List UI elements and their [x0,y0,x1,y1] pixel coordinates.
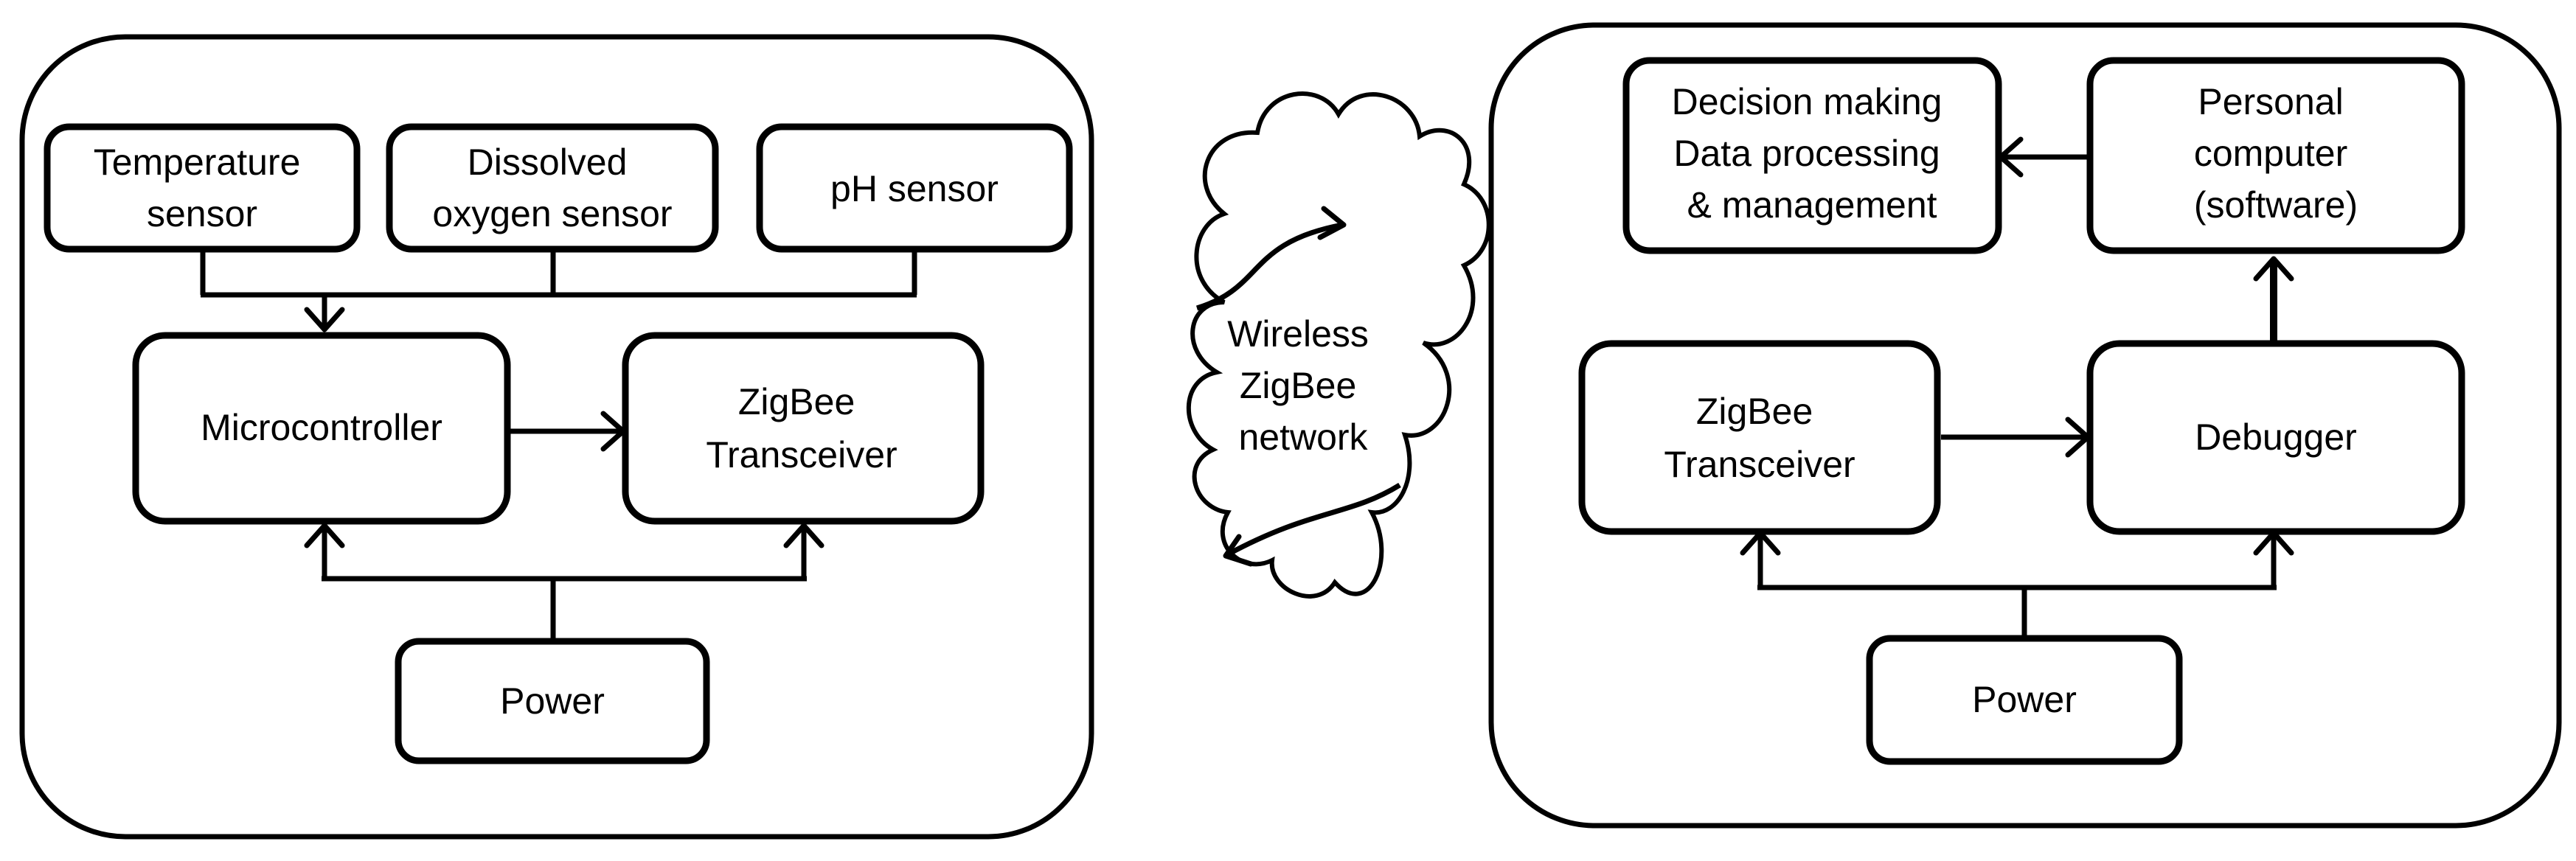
dissolved-oxygen-sensor-label: Dissolved oxygen sensor [432,142,672,234]
base-station-module: Decision making Data processing & manage… [1488,22,2562,829]
microcontroller-block: Microcontroller [132,332,511,525]
sensor-transceiver-label: ZigBee Transceiver [706,381,897,475]
base-power-box [1866,635,2183,765]
sensor-power-label-line1: Power [500,680,605,722]
decision-processing-label-line2: Data processing [1673,133,1940,174]
base-transceiver-block: ZigBee Transceiver [1578,340,1941,535]
cloud-upper-signal-arrow [1195,222,1343,311]
decision-processing-label-line1: Decision making [1672,81,1943,122]
cloud-upper-arrowhead [1317,206,1347,240]
sensor-transceiver-box [622,332,985,525]
ph-sensor-block: pH sensor [756,123,1073,253]
dissolved-oxygen-sensor-label-line2: oxygen sensor [432,193,672,234]
network-label-line3: network [1238,416,1368,458]
decision-processing-block: Decision making Data processing & manage… [1622,57,2002,254]
sensor-transceiver-block: ZigBee Transceiver [622,332,985,525]
sensor-transceiver-label-line1: ZigBee [738,381,855,422]
dissolved-oxygen-sensor-label-line1: Dissolved [468,142,628,183]
power-distribution-line [322,529,807,641]
decision-processing-box [1622,57,2002,254]
personal-computer-label-line2: computer [2194,133,2347,174]
wireless-network-cloud: Wireless ZigBee network [1186,91,1491,599]
personal-computer-label: Personal computer (software) [2194,81,2358,226]
microcontroller-box [132,332,511,525]
sensor-bus-arrowhead [304,307,345,332]
temperature-sensor-label-line2: sensor [147,193,257,234]
dissolved-oxygen-sensor-block: Dissolved oxygen sensor [386,123,719,253]
base-transceiver-label-line2: Transceiver [1664,444,1855,485]
microcontroller-label: Microcontroller [201,407,442,448]
network-label-line1: Wireless [1227,313,1369,355]
personal-computer-label-line1: Personal [2198,81,2343,122]
network-label-line2: ZigBee [1240,365,1356,406]
sensor-bus-line [200,249,917,328]
power-to-mcu-arrowhead [304,523,345,548]
sensor-node-module: Temperature sensor Dissolved oxygen sens… [19,34,1094,840]
debugger-box [2086,340,2465,535]
personal-computer-box [2086,57,2465,254]
debugger-label: Debugger [2195,416,2357,458]
base-power-block: Power [1866,635,2183,765]
decision-processing-label: Decision making Data processing & manage… [1672,81,1953,226]
sensor-transceiver-label-line2: Transceiver [706,434,897,475]
sensor-power-box [395,638,710,764]
cloud-lower-arrowhead [1223,534,1254,567]
base-power-label: Power [1972,679,2077,720]
debugger-label-line1: Debugger [2195,416,2357,458]
base-transceiver-label-line1: ZigBee [1696,391,1813,432]
cloud-lower-signal-arrow [1226,483,1401,557]
dissolved-oxygen-sensor-box [386,123,719,253]
base-transceiver-label: ZigBee Transceiver [1664,391,1855,485]
power-to-transceiver-arrowhead [783,523,824,548]
microcontroller-label-line1: Microcontroller [201,407,442,448]
temperature-sensor-box [44,123,361,253]
decision-processing-label-line3: & management [1687,184,1937,226]
ph-sensor-box [756,123,1073,253]
personal-computer-block: Personal computer (software) [2086,57,2465,254]
base-transceiver-box [1578,340,1941,535]
ph-sensor-label-line1: pH sensor [830,168,999,209]
temperature-sensor-label: Temperature sensor [94,142,311,234]
debugger-block: Debugger [2086,340,2465,535]
sensor-power-label: Power [500,680,605,722]
temperature-sensor-label-line1: Temperature [94,142,301,183]
base-power-label-line1: Power [1972,679,2077,720]
debugger-to-computer-arrowhead [2253,256,2294,282]
ph-sensor-label: pH sensor [830,168,999,209]
cloud-shape [1186,91,1491,599]
personal-computer-label-line3: (software) [2194,184,2358,226]
network-label: Wireless ZigBee network [1227,313,1379,458]
base-power-distribution-line [1757,537,2277,638]
sensor-power-block: Power [395,638,710,764]
temperature-sensor-block: Temperature sensor [44,123,361,253]
